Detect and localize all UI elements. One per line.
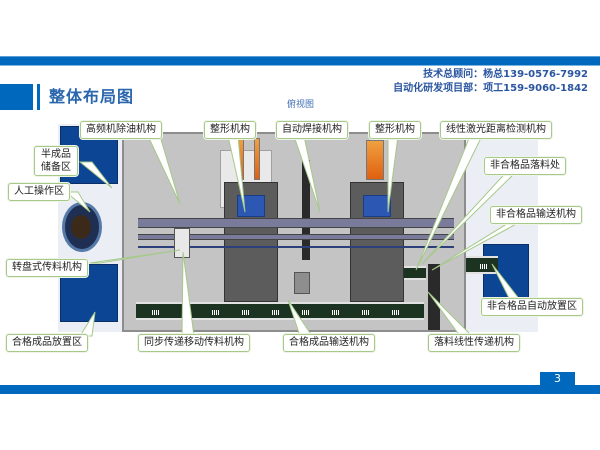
conveyor-mark xyxy=(480,264,487,269)
callout-oil-removal: 高频机除油机构 xyxy=(80,121,162,139)
finished-conveyor xyxy=(136,302,424,320)
callout-shaping-1: 整形机构 xyxy=(204,121,256,139)
page-title: 整体布局图 xyxy=(49,87,135,106)
callout-shaping-2: 整形机构 xyxy=(369,121,421,139)
press-die xyxy=(363,195,391,217)
view-label: 俯视图 xyxy=(287,100,315,110)
callout-finished-placement: 合格成品放置区 xyxy=(6,334,88,352)
callout-drop-linear: 落料线性传递机构 xyxy=(428,334,520,352)
cylinder xyxy=(238,138,244,180)
conveyor-mark xyxy=(302,310,309,315)
conveyor-mark xyxy=(182,310,189,315)
page-number: 3 xyxy=(540,372,575,386)
cylinder xyxy=(366,140,384,180)
shaping-press-1 xyxy=(224,182,278,302)
drop-linear-rail xyxy=(428,264,440,330)
contact-line-rnd: 自动化研发项目部：项工159-9060-1842 xyxy=(393,83,588,94)
turntable xyxy=(62,202,102,252)
transfer-rail-line xyxy=(138,246,454,248)
reject-conveyor xyxy=(466,256,498,274)
shaping-press-2 xyxy=(350,182,404,302)
transfer-rail-upper xyxy=(138,218,454,228)
conveyor-mark xyxy=(242,310,249,315)
callout-reject-auto-place: 非合格品自动放置区 xyxy=(481,298,583,316)
machine-frame xyxy=(122,132,466,332)
layout-drawing xyxy=(58,124,538,346)
transfer-rail-lower xyxy=(138,234,454,240)
callout-semi-finished-storage: 半成品储备区 xyxy=(34,146,78,176)
conveyor-mark xyxy=(272,310,279,315)
sync-transfer-carriage xyxy=(174,228,190,258)
conveyor-mark xyxy=(392,310,399,315)
callout-manual-station: 人工操作区 xyxy=(8,183,70,201)
reject-drop-chute xyxy=(404,266,426,280)
callout-laser-detection: 线性激光距离检测机构 xyxy=(440,121,552,139)
welding-column xyxy=(302,160,310,260)
welding-head xyxy=(294,272,310,294)
conveyor-mark xyxy=(332,310,339,315)
conveyor-mark xyxy=(152,310,159,315)
contact-line-advisor: 技术总顾问：杨总139-0576-7992 xyxy=(423,69,588,80)
cylinder xyxy=(254,138,260,180)
title-divider xyxy=(37,84,40,110)
conveyor-mark xyxy=(212,310,219,315)
callout-sync-transfer: 同步传递移动传料机构 xyxy=(138,334,250,352)
callout-auto-welding: 自动焊接机构 xyxy=(276,121,348,139)
title-accent-block xyxy=(0,84,33,110)
callout-finished-conveyor: 合格成品输送机构 xyxy=(283,334,375,352)
bottom-accent-bar xyxy=(0,385,600,394)
conveyor-mark xyxy=(362,310,369,315)
contact-info: 技术总顾问：杨总139-0576-7992 自动化研发项目部：项工159-906… xyxy=(393,68,588,96)
top-accent-bar xyxy=(0,56,600,66)
turntable-hub xyxy=(71,215,91,239)
callout-reject-conveyor: 非合格品输送机构 xyxy=(490,206,582,224)
press-die xyxy=(237,195,265,217)
callout-turntable-transfer: 转盘式传料机构 xyxy=(6,259,88,277)
callout-reject-drop: 非合格品落料处 xyxy=(484,157,566,175)
